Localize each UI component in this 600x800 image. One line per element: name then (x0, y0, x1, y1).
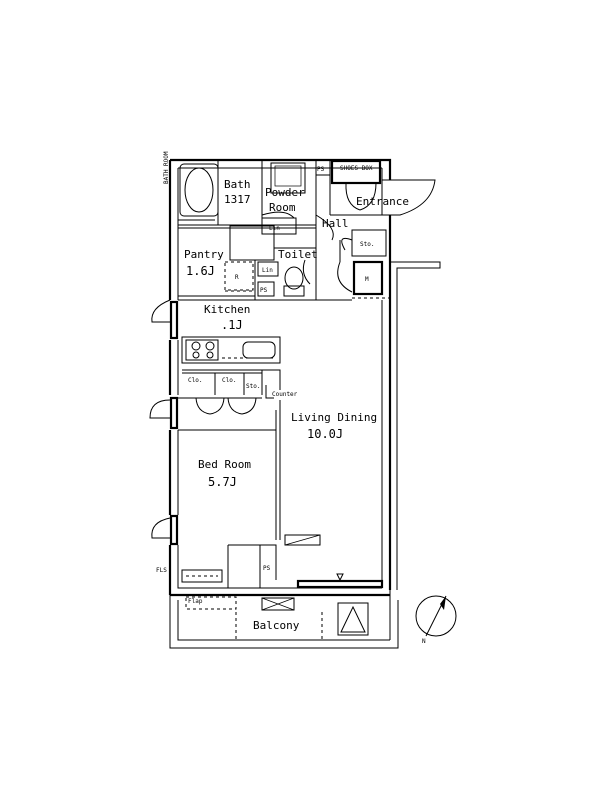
hall-label: Hall (322, 217, 349, 230)
bedroom-zone: Bed Room 5.7J PS FLS (151, 429, 277, 588)
entrance-zone: PS SHOES BOX Entrance Hall Sto. M (315, 159, 436, 299)
exterior-walls (168, 158, 441, 597)
pantry-size: 1.6J (186, 264, 215, 278)
pantry-label: Pantry (184, 248, 224, 261)
closet-label-1: Clo. (188, 377, 202, 384)
meter-label: M (365, 276, 369, 283)
compass-rose: N (415, 595, 457, 645)
ps-label-2: PS (260, 287, 268, 294)
bath-zone: Lin Bath 1317 Powder Room BATH ROOM (163, 151, 316, 235)
ps-label-3: PS (263, 565, 271, 572)
bedroom-label: Bed Room (198, 458, 251, 471)
storage-label-2: Sto. (246, 383, 260, 390)
lin-label-1: Lin (269, 225, 280, 232)
counter-label: Counter (272, 391, 298, 398)
shoes-box-label: SHOES BOX (340, 165, 373, 172)
bath-label: Bath (224, 178, 251, 191)
kitchen-size: .1J (221, 318, 243, 332)
balcony-area: Flap Balcony (169, 595, 399, 649)
storage-label-1: Sto. (360, 241, 374, 248)
lin-label-2: Lin (262, 267, 273, 274)
kitchen-zone: Kitchen .1J (151, 299, 281, 364)
balcony-label: Balcony (253, 619, 300, 632)
kitchen-label: Kitchen (204, 303, 250, 316)
living-dining-label: Living Dining (291, 411, 377, 424)
bath-size: 1317 (224, 193, 251, 206)
bedroom-size: 5.7J (208, 475, 237, 489)
fls-label: FLS (156, 567, 167, 574)
ps-label-1: PS (317, 166, 325, 173)
north-label: N (422, 638, 426, 645)
toilet-label: Toilet (278, 248, 318, 261)
closet-zone: Clo. Clo. Sto. Counter (149, 369, 298, 430)
living-dining-zone: Living Dining 10.0J (275, 400, 391, 640)
powder-room-label-2: Room (269, 201, 296, 214)
entrance-label: Entrance (356, 195, 409, 208)
flap-label: Flap (188, 598, 203, 605)
living-dining-size: 10.0J (307, 427, 343, 441)
fridge-label: R (235, 274, 239, 281)
powder-room-label-1: Powder (265, 186, 305, 199)
closet-label-2: Clo. (222, 377, 236, 384)
bath-side-label: BATH ROOM (163, 151, 170, 184)
pantry-zone: R Pantry 1.6J Lin PS Toilet (178, 225, 352, 301)
